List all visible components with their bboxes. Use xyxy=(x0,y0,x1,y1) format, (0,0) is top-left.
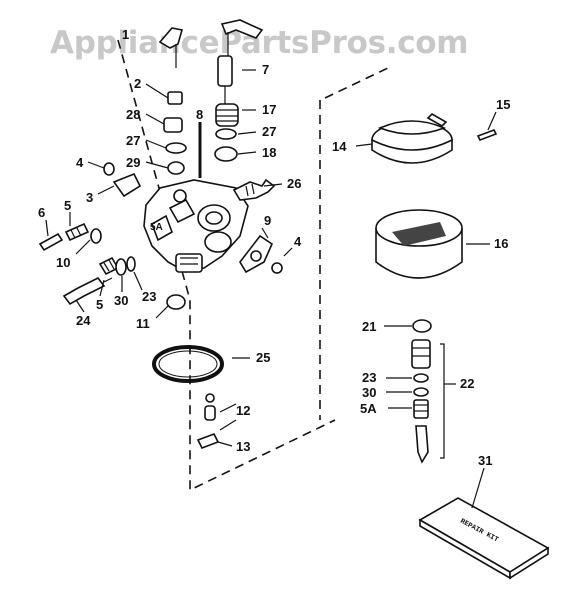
washer-27-right xyxy=(215,128,237,140)
callout-23-right: 23 xyxy=(362,370,376,385)
callout-25: 25 xyxy=(256,350,270,365)
bowl-gasket-25 xyxy=(152,345,224,383)
callout-21: 21 xyxy=(362,319,376,334)
oring-23-left xyxy=(126,256,136,272)
callout-26: 26 xyxy=(287,176,301,191)
oring-11 xyxy=(166,294,186,310)
callout-13: 13 xyxy=(236,439,250,454)
throttle-shaft xyxy=(217,55,233,104)
callout-5-lower: 5 xyxy=(96,297,103,312)
float-16 xyxy=(375,209,463,279)
part-13 xyxy=(196,432,220,450)
bracket-22 xyxy=(440,343,445,459)
repair-kit-31: REPAIR KIT xyxy=(418,497,550,580)
washer-27-left xyxy=(165,142,187,154)
plug-10 xyxy=(90,228,102,244)
callout-3: 3 xyxy=(86,190,93,205)
callout-15: 15 xyxy=(496,97,510,112)
callout-23-left: 23 xyxy=(142,289,156,304)
callout-16: 16 xyxy=(494,236,508,251)
throttle-lever xyxy=(158,19,264,68)
callout-4-right: 4 xyxy=(294,234,302,249)
callout-1: 1 xyxy=(122,27,129,42)
callout-30-right: 30 xyxy=(362,385,376,400)
callout-27-right: 27 xyxy=(262,124,276,139)
right-assembly-boundary xyxy=(324,67,389,99)
fitting-26 xyxy=(232,178,276,201)
screw-2 xyxy=(167,91,183,105)
screw-4-right xyxy=(271,262,283,274)
callout-6: 6 xyxy=(38,205,45,220)
callout-24: 24 xyxy=(76,313,91,328)
callout-17: 17 xyxy=(262,102,276,117)
callout-11: 11 xyxy=(136,316,150,331)
callout-7: 7 xyxy=(262,62,269,77)
washer-30-left xyxy=(115,258,127,276)
float-bowl-14 xyxy=(371,113,453,164)
pin-15 xyxy=(476,128,498,142)
main-jet-22 xyxy=(411,339,431,464)
screw-6 xyxy=(38,232,64,252)
callout-5A-body: 5A xyxy=(150,222,163,233)
callout-14: 14 xyxy=(332,139,347,154)
callout-28: 28 xyxy=(126,107,140,122)
callout-5-upper: 5 xyxy=(64,198,71,213)
gasket-3 xyxy=(112,172,142,198)
callout-18: 18 xyxy=(262,145,276,160)
carburetor-body xyxy=(143,179,249,273)
callout-31: 31 xyxy=(478,453,492,468)
callout-27-left: 27 xyxy=(126,133,140,148)
callout-9: 9 xyxy=(264,213,271,228)
leader-lines xyxy=(45,69,497,509)
callout-2: 2 xyxy=(134,76,141,91)
mixture-screw-24 xyxy=(62,276,113,306)
callout-4-left: 4 xyxy=(76,155,84,170)
callout-29: 29 xyxy=(126,155,140,170)
callout-5A: 5A xyxy=(360,401,377,416)
gasket-9-hole xyxy=(250,250,262,262)
callout-10: 10 xyxy=(56,255,70,270)
callout-22: 22 xyxy=(460,376,474,391)
left-assembly-boundary xyxy=(117,39,336,492)
seal-29 xyxy=(167,161,185,175)
seal-21 xyxy=(412,319,432,333)
part-12 xyxy=(204,393,216,421)
screw-28 xyxy=(163,117,183,133)
callout-12: 12 xyxy=(236,403,250,418)
screw-4-left xyxy=(103,162,115,176)
callout-8: 8 xyxy=(196,107,203,122)
callout-30-left: 30 xyxy=(114,293,128,308)
spring-5-upper xyxy=(64,222,90,242)
spring-17 xyxy=(215,103,239,127)
seal-18 xyxy=(214,146,238,162)
